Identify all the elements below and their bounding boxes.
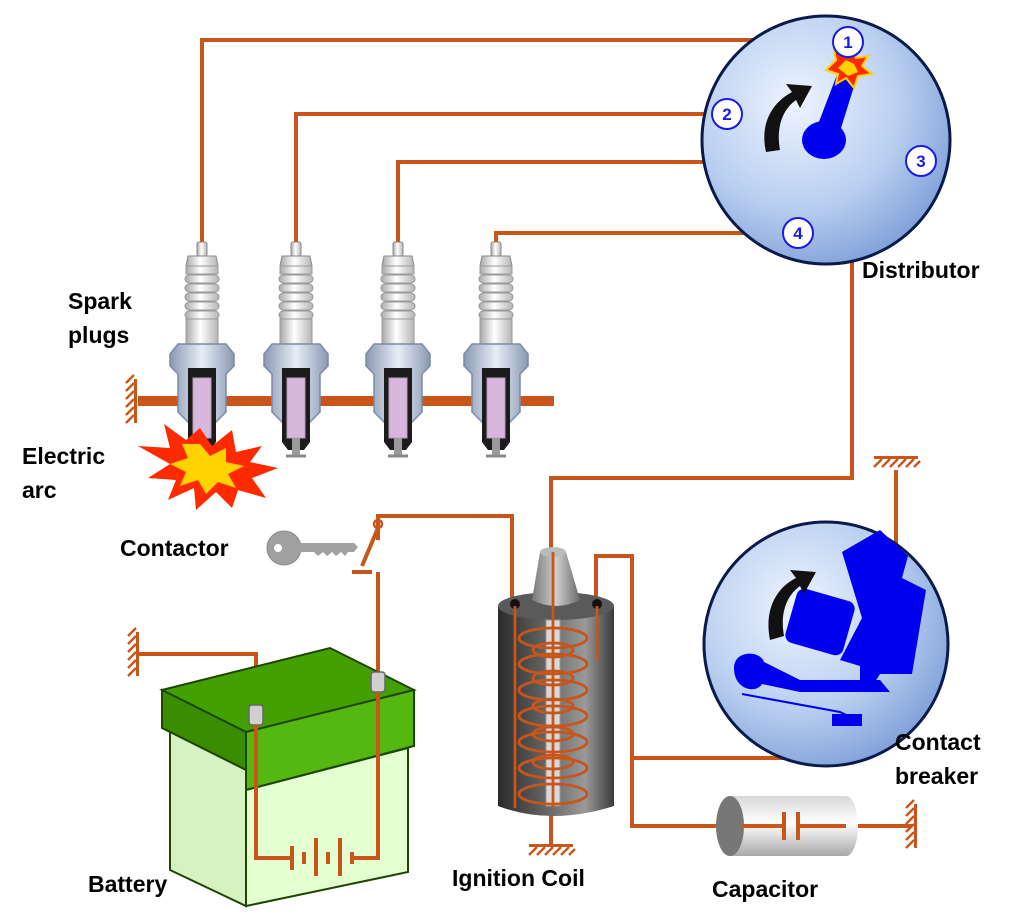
distributor-terminal-4: 4 <box>782 217 814 249</box>
distributor: 1 2 3 4 <box>700 14 952 266</box>
terminal-number: 3 <box>916 152 925 171</box>
battery-cells-symbol <box>254 692 380 876</box>
battery-body-side <box>245 746 409 908</box>
spark-plugs-label-line2: plugs <box>68 322 129 348</box>
distributor-terminal-1: 1 <box>832 26 864 58</box>
wire-capacitor-branch <box>630 758 730 828</box>
battery-terminal-positive <box>370 671 386 693</box>
curved-arrow-icon <box>764 84 812 152</box>
coil-windings <box>513 552 599 808</box>
spark-plug-3 <box>364 240 432 458</box>
electric-arc-burst <box>138 424 278 510</box>
contact-breaker-label-line2: breaker <box>895 763 978 789</box>
terminal-number: 1 <box>843 33 852 52</box>
wire-terminal-4 <box>494 231 784 245</box>
ground-hatch-icon <box>124 373 139 425</box>
spark-plugs <box>168 240 530 458</box>
contactor-label: Contactor <box>120 535 229 561</box>
contact-breaker <box>702 520 950 768</box>
battery <box>159 646 417 908</box>
battery-label: Battery <box>88 871 167 897</box>
distributor-label: Distributor <box>862 257 980 283</box>
breaker-terminal <box>832 714 862 726</box>
spark-plug-4 <box>462 240 530 458</box>
distributor-terminal-2: 2 <box>711 98 743 130</box>
spark-plugs-label-line1: Spark <box>68 288 132 314</box>
key-icon <box>266 530 358 566</box>
ignition-coil-label: Ignition Coil <box>452 865 585 891</box>
wire-contactor-to-coil <box>376 514 514 600</box>
terminal-number: 2 <box>722 105 731 124</box>
breaker-arm <box>734 653 890 692</box>
capacitor <box>716 796 858 856</box>
coil-tower <box>532 552 580 606</box>
wire-terminal-1 <box>200 38 836 245</box>
breaker-fixed-contact <box>840 530 926 690</box>
ground-hatch-icon <box>126 626 141 678</box>
electric-arc-label-line2: arc <box>22 477 57 503</box>
engine-ground-rail <box>138 396 554 406</box>
ground-hatch-icon <box>872 454 922 469</box>
spark-plug-2 <box>262 240 330 458</box>
breaker-cam <box>785 588 855 656</box>
wire-coil-to-distributor <box>549 148 854 550</box>
rotor-hub <box>802 121 846 159</box>
terminal-number: 4 <box>793 224 803 243</box>
curved-arrow-icon <box>768 570 816 640</box>
wire-terminal-2 <box>294 112 712 245</box>
capacitor-label: Capacitor <box>712 876 818 902</box>
ground-hatch-icon <box>527 842 577 857</box>
electric-arc-label-line1: Electric <box>22 443 105 469</box>
battery-terminal-negative <box>248 704 264 726</box>
distributor-terminal-3: 3 <box>905 145 937 177</box>
capacitor-end <box>716 796 744 856</box>
contact-breaker-label-line1: Contact <box>895 729 981 755</box>
spark-plug-1 <box>168 240 236 458</box>
contactor <box>266 518 384 578</box>
ignition-coil <box>498 547 614 816</box>
